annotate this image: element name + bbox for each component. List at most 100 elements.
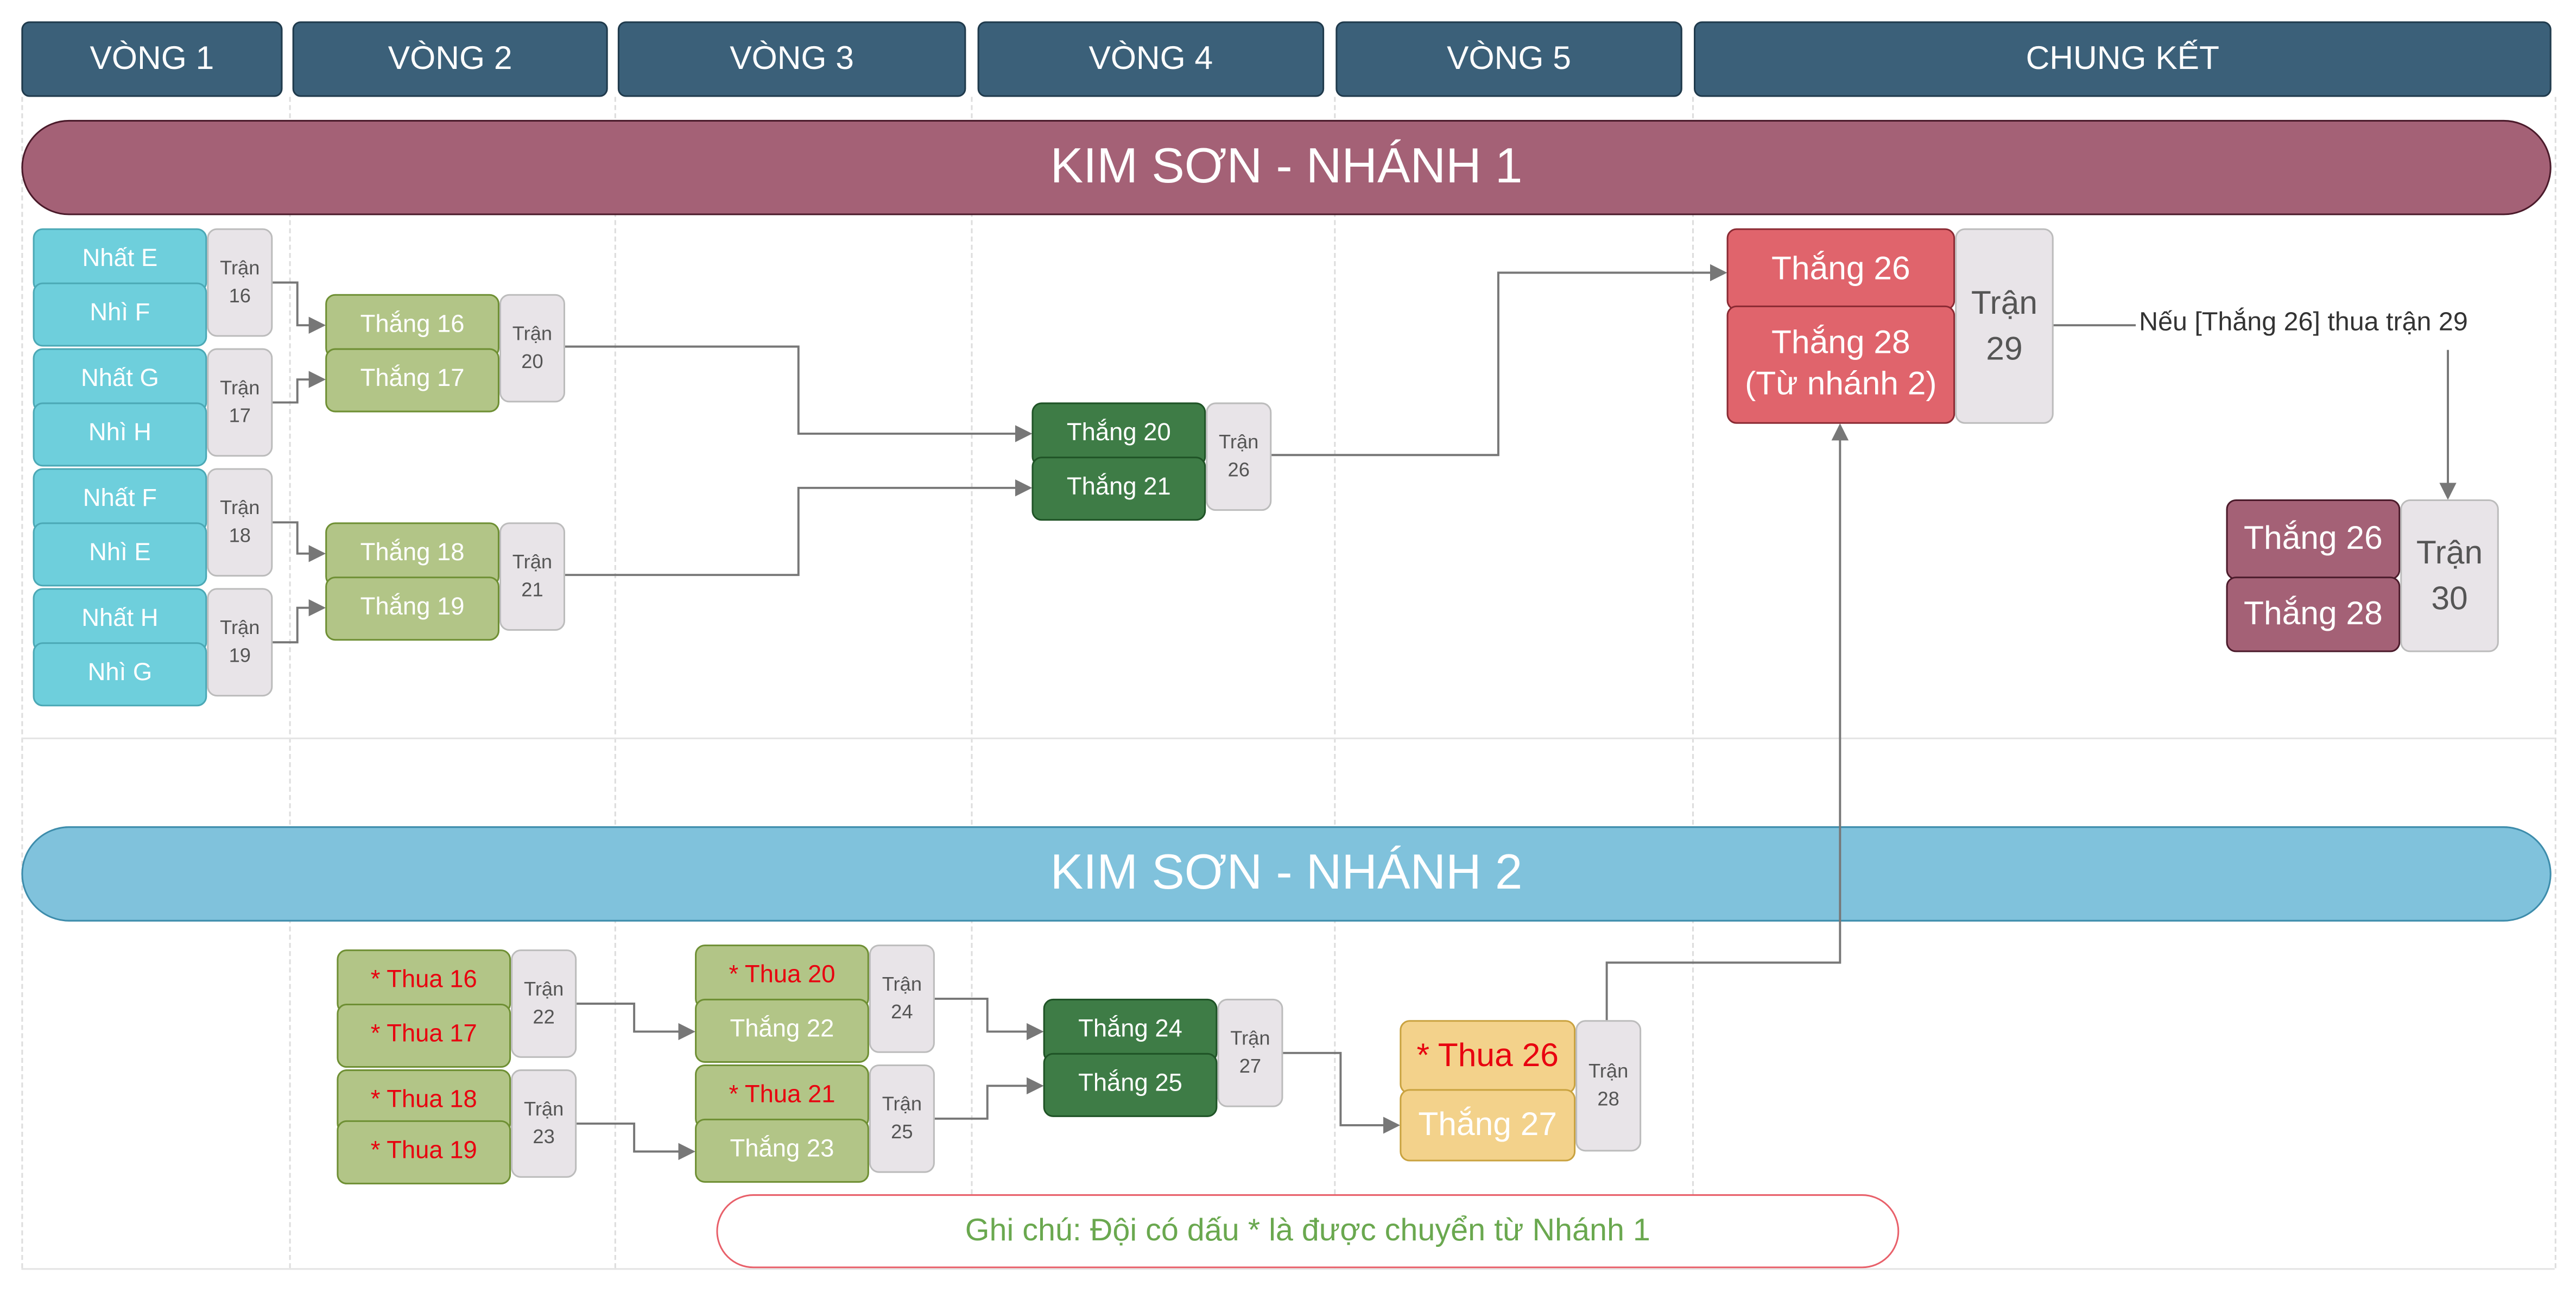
round-header-1: VÒNG 1 xyxy=(21,21,283,97)
team-box: Thắng 24 xyxy=(1043,998,1218,1063)
team-box: Thắng 20 xyxy=(1031,402,1206,467)
team-box: Thắng 28 (Từ nhánh 2) xyxy=(1726,305,1955,424)
match-label: Trận xyxy=(220,375,260,399)
match-number: 24 xyxy=(891,1000,913,1024)
round-header-5: VÒNG 5 xyxy=(1336,21,1682,97)
round-header-4: VÒNG 4 xyxy=(977,21,1325,97)
match-label: Trận xyxy=(1219,429,1259,453)
match-number: 27 xyxy=(1239,1054,1262,1078)
match-label: Trận xyxy=(523,1096,564,1120)
row-divider xyxy=(21,1268,2555,1270)
match-number: 22 xyxy=(533,1005,555,1029)
match-label: Trận xyxy=(882,1092,922,1115)
team-box: * Thua 20 xyxy=(695,945,869,1009)
team-box: * Thua 26 xyxy=(1400,1020,1576,1094)
team-box: Thắng 19 xyxy=(325,576,499,641)
connector xyxy=(271,371,326,404)
match-number: 21 xyxy=(521,578,543,601)
team-box: Thắng 21 xyxy=(1031,457,1206,521)
match-label: Trận xyxy=(523,977,564,1000)
match-label: Trận xyxy=(220,615,260,639)
condition-label: Nếu [Thắng 26] thua trận 29 xyxy=(2139,308,2468,337)
match-box: Trận 18 xyxy=(207,468,273,577)
match-label: Trận xyxy=(882,972,922,995)
team-box: Nhì H xyxy=(33,402,207,467)
team-box: Thắng 26 xyxy=(2226,499,2401,580)
match-box: Trận 22 xyxy=(511,949,577,1058)
connector xyxy=(563,345,1033,442)
team-box: Nhì F xyxy=(33,282,207,347)
column-divider xyxy=(614,97,616,1269)
match-box: Trận 24 xyxy=(869,945,935,1053)
legend-note: Ghi chú: Đội có dấu * là được chuyển từ … xyxy=(716,1194,1900,1269)
column-divider xyxy=(21,97,23,1269)
team-box: Thắng 23 xyxy=(695,1118,869,1183)
team-box: Thắng 22 xyxy=(695,998,869,1063)
team-box: Nhất E xyxy=(33,228,207,293)
round-header-2: VÒNG 2 xyxy=(292,21,608,97)
match-number: 25 xyxy=(891,1120,913,1144)
team-box: Thắng 27 xyxy=(1400,1089,1576,1162)
connector xyxy=(271,521,326,562)
match-box: Trận 21 xyxy=(499,522,566,631)
match-number: 29 xyxy=(1986,331,2023,367)
match-number: 20 xyxy=(521,350,543,373)
match-label: Trận xyxy=(1588,1059,1629,1082)
match-number: 18 xyxy=(229,524,251,547)
connector xyxy=(1270,264,1727,457)
match-box: Trận 17 xyxy=(207,348,273,457)
connector xyxy=(933,997,1044,1041)
column-divider xyxy=(289,97,291,1269)
column-divider xyxy=(971,97,973,1269)
branch-1-banner: KIM SƠN - NHÁNH 1 xyxy=(21,119,2552,216)
match-box: Trận 25 xyxy=(869,1064,935,1173)
column-divider xyxy=(2554,97,2556,1269)
team-box: Thắng 17 xyxy=(325,348,499,413)
match-number: 19 xyxy=(229,644,251,667)
branch-2-banner: KIM SƠN - NHÁNH 2 xyxy=(21,826,2552,922)
match-box: Trận 20 xyxy=(499,294,566,403)
match-label: Trận xyxy=(220,495,260,519)
team-box: Thắng 26 xyxy=(1726,228,1955,310)
column-divider xyxy=(1334,97,1336,1269)
team-box: Thắng 18 xyxy=(325,522,499,587)
match-label: Trận xyxy=(1971,285,2038,321)
team-box: Nhì G xyxy=(33,642,207,707)
match-label: Trận xyxy=(2416,535,2483,571)
match-number: 26 xyxy=(1227,458,1250,481)
connector xyxy=(271,281,326,334)
team-box: Thắng 16 xyxy=(325,294,499,358)
team-box: Nhì E xyxy=(33,522,207,587)
connector xyxy=(933,1077,1044,1120)
team-box: * Thua 19 xyxy=(337,1120,511,1184)
connector xyxy=(1281,1051,1401,1134)
match-number: 30 xyxy=(2431,580,2468,617)
match-box: Trận 26 xyxy=(1206,402,1272,511)
match-box: Trận 29 xyxy=(1955,228,2054,424)
connector xyxy=(575,1003,695,1041)
match-box: Trận 19 xyxy=(207,588,273,697)
team-name: Thắng 28 xyxy=(1771,325,1910,362)
round-header-final: CHUNG KẾT xyxy=(1694,21,2552,97)
match-label: Trận xyxy=(512,549,553,573)
connector xyxy=(271,599,326,644)
column-divider xyxy=(1692,97,1694,1269)
match-number: 28 xyxy=(1597,1087,1619,1111)
round-header-3: VÒNG 3 xyxy=(617,21,966,97)
match-number: 16 xyxy=(229,284,251,307)
match-number: 23 xyxy=(533,1125,555,1149)
team-box: Thắng 28 xyxy=(2226,576,2401,652)
team-origin: (Từ nhánh 2) xyxy=(1745,366,1937,403)
match-number: 17 xyxy=(229,404,251,427)
match-box: Trận 30 xyxy=(2400,499,2499,652)
row-divider xyxy=(21,737,2555,739)
match-box: Trận 23 xyxy=(511,1069,577,1178)
match-label: Trận xyxy=(1230,1026,1270,1049)
connector xyxy=(1605,423,1849,1021)
team-box: Thắng 25 xyxy=(1043,1053,1218,1117)
match-box: Trận 28 xyxy=(1575,1020,1642,1152)
match-label: Trận xyxy=(512,321,553,345)
match-box: Trận 27 xyxy=(1217,998,1283,1107)
